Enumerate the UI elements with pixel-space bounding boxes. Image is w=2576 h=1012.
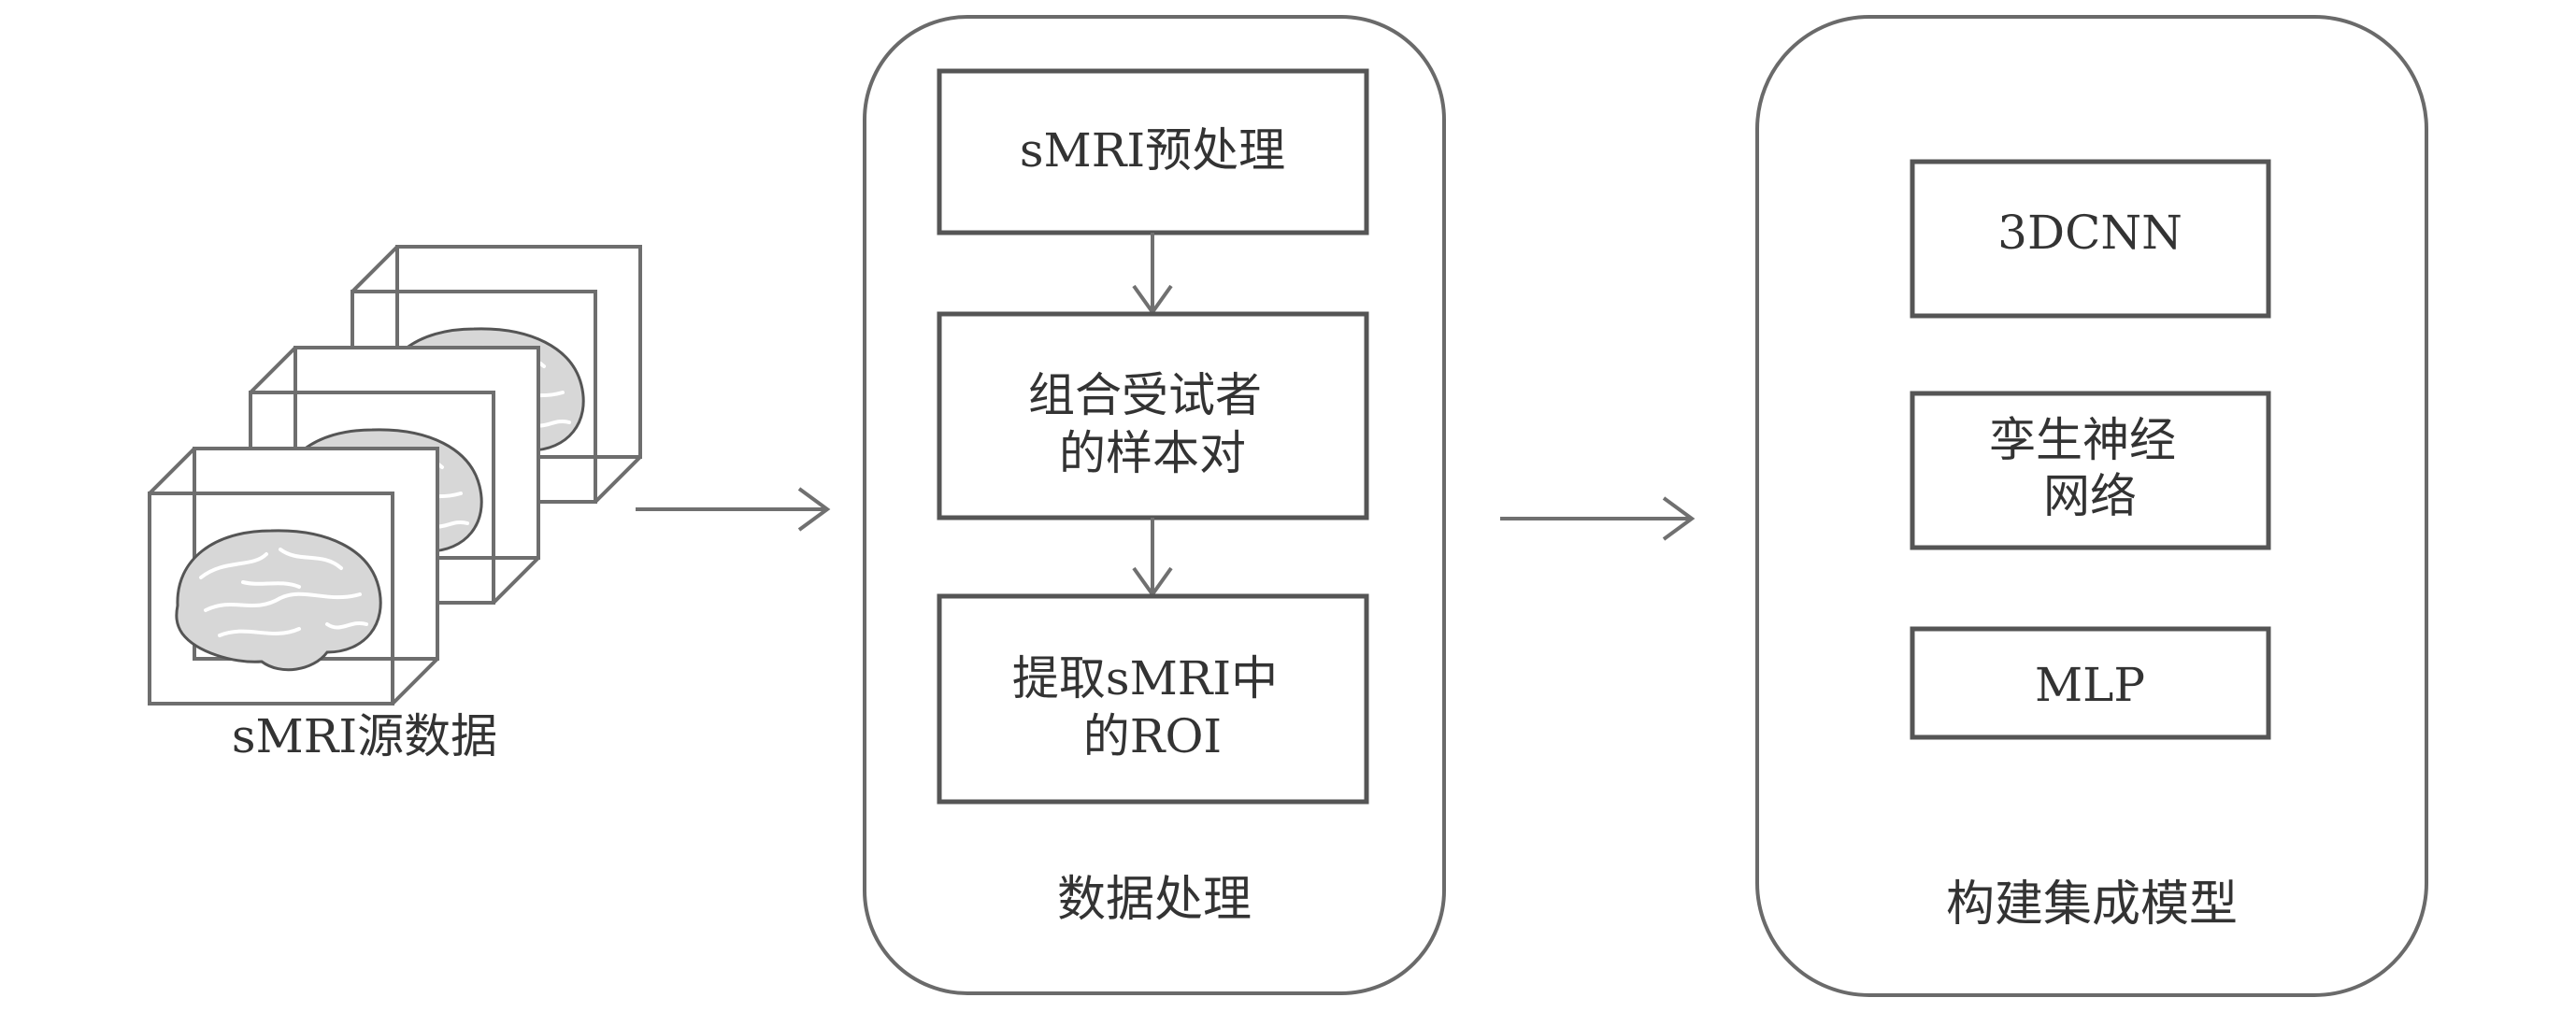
step-preprocess-box	[937, 68, 1369, 235]
arrow-source-to-processing	[636, 487, 831, 532]
step-preprocess-label: sMRI预处理	[1020, 123, 1285, 178]
model-siamese-label: 孪生神经 网络	[1989, 413, 2191, 523]
model-3dcnn-box	[1910, 159, 2271, 319]
source-cubes	[148, 245, 642, 706]
step-roi-line-1: 提取sMRI中	[1012, 651, 1278, 706]
ensemble-title: 构建集成模型	[1946, 877, 2238, 933]
arrow-processing-to-ensemble	[1500, 496, 1696, 541]
step-roi-line-2: 的ROI	[1083, 709, 1222, 763]
model-siamese-box	[1910, 391, 2271, 550]
source-label: sMRI源数据	[232, 709, 497, 763]
step-roi-box	[937, 593, 1369, 805]
model-mlp-label: MLP	[2035, 658, 2145, 712]
model-siamese-line-1: 孪生神经	[1989, 413, 2176, 467]
model-siamese-line-2: 网络	[2043, 469, 2137, 523]
model-3dcnn-label: 3DCNN	[1997, 206, 2182, 260]
step-roi-label: 提取sMRI中 的ROI	[1012, 651, 1293, 763]
step-pairs-label: 组合受试者 的样本对	[1028, 368, 1277, 480]
processing-title: 数据处理	[1057, 872, 1252, 928]
brain-cube-front	[148, 447, 439, 706]
step-pairs-line-2: 的样本对	[1059, 426, 1246, 480]
model-mlp-box	[1910, 626, 2271, 740]
step-pairs-box	[937, 311, 1369, 520]
step-pairs-line-1: 组合受试者	[1028, 368, 1262, 422]
